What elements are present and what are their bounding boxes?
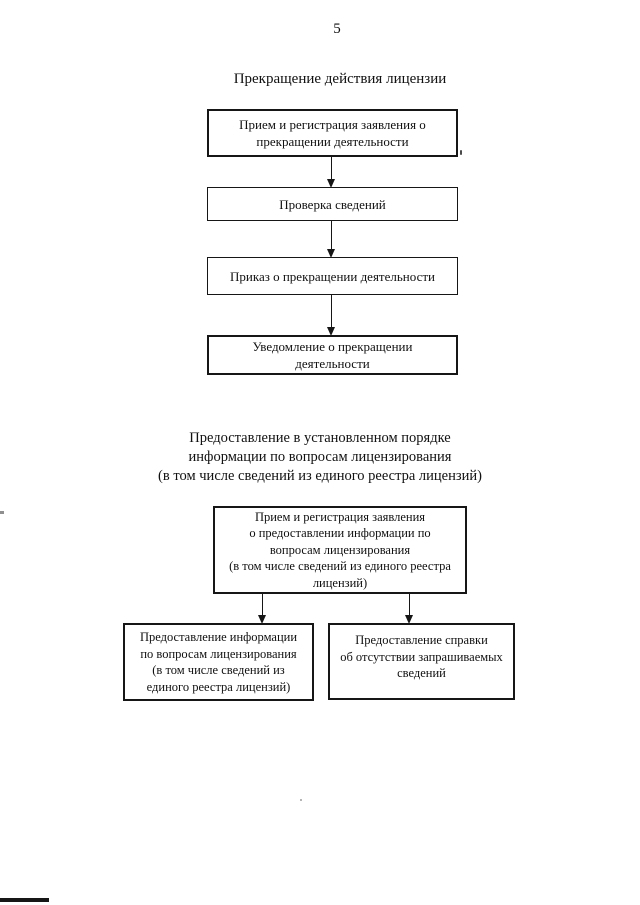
page-number: 5 bbox=[333, 21, 341, 37]
scan-artifact-speck bbox=[460, 150, 462, 155]
arrow-head-icon bbox=[327, 249, 335, 258]
arrow-shaft bbox=[262, 594, 264, 616]
flow-arrow-3 bbox=[327, 295, 336, 336]
section1-title: Прекращение действия лицензии bbox=[233, 71, 447, 87]
arrow-shaft bbox=[409, 594, 411, 616]
box-application-intake: Прием и регистрация заявления о прекраще… bbox=[207, 109, 458, 157]
flow-arrow-1 bbox=[327, 157, 336, 188]
scan-artifact-speck bbox=[300, 799, 302, 801]
arrow-head-icon bbox=[327, 179, 335, 188]
arrow-shaft bbox=[331, 221, 333, 250]
arrow-shaft bbox=[331, 295, 333, 328]
arrow-head-icon bbox=[405, 615, 413, 624]
flow-arrow-4 bbox=[258, 594, 267, 624]
box-termination-order: Приказ о прекращении деятельности bbox=[207, 257, 458, 295]
arrow-head-icon bbox=[327, 327, 335, 336]
scan-artifact-edge-dash bbox=[0, 511, 4, 514]
arrow-head-icon bbox=[258, 615, 266, 624]
box-termination-notice: Уведомление о прекращении деятельности bbox=[207, 335, 458, 375]
box-info-provision: Предоставление информации по вопросам ли… bbox=[123, 623, 314, 701]
section2-title: Предоставление в установленном порядке и… bbox=[158, 430, 482, 484]
box-no-data-certificate: Предоставление справки об отсутствии зап… bbox=[328, 623, 515, 700]
arrow-shaft bbox=[331, 157, 333, 180]
flow-arrow-2 bbox=[327, 221, 336, 258]
box-data-verification: Проверка сведений bbox=[207, 187, 458, 221]
flow-arrow-5 bbox=[405, 594, 414, 624]
scan-artifact-corner-line bbox=[0, 898, 49, 902]
box-info-request-intake: Прием и регистрация заявления о предоста… bbox=[213, 506, 467, 594]
